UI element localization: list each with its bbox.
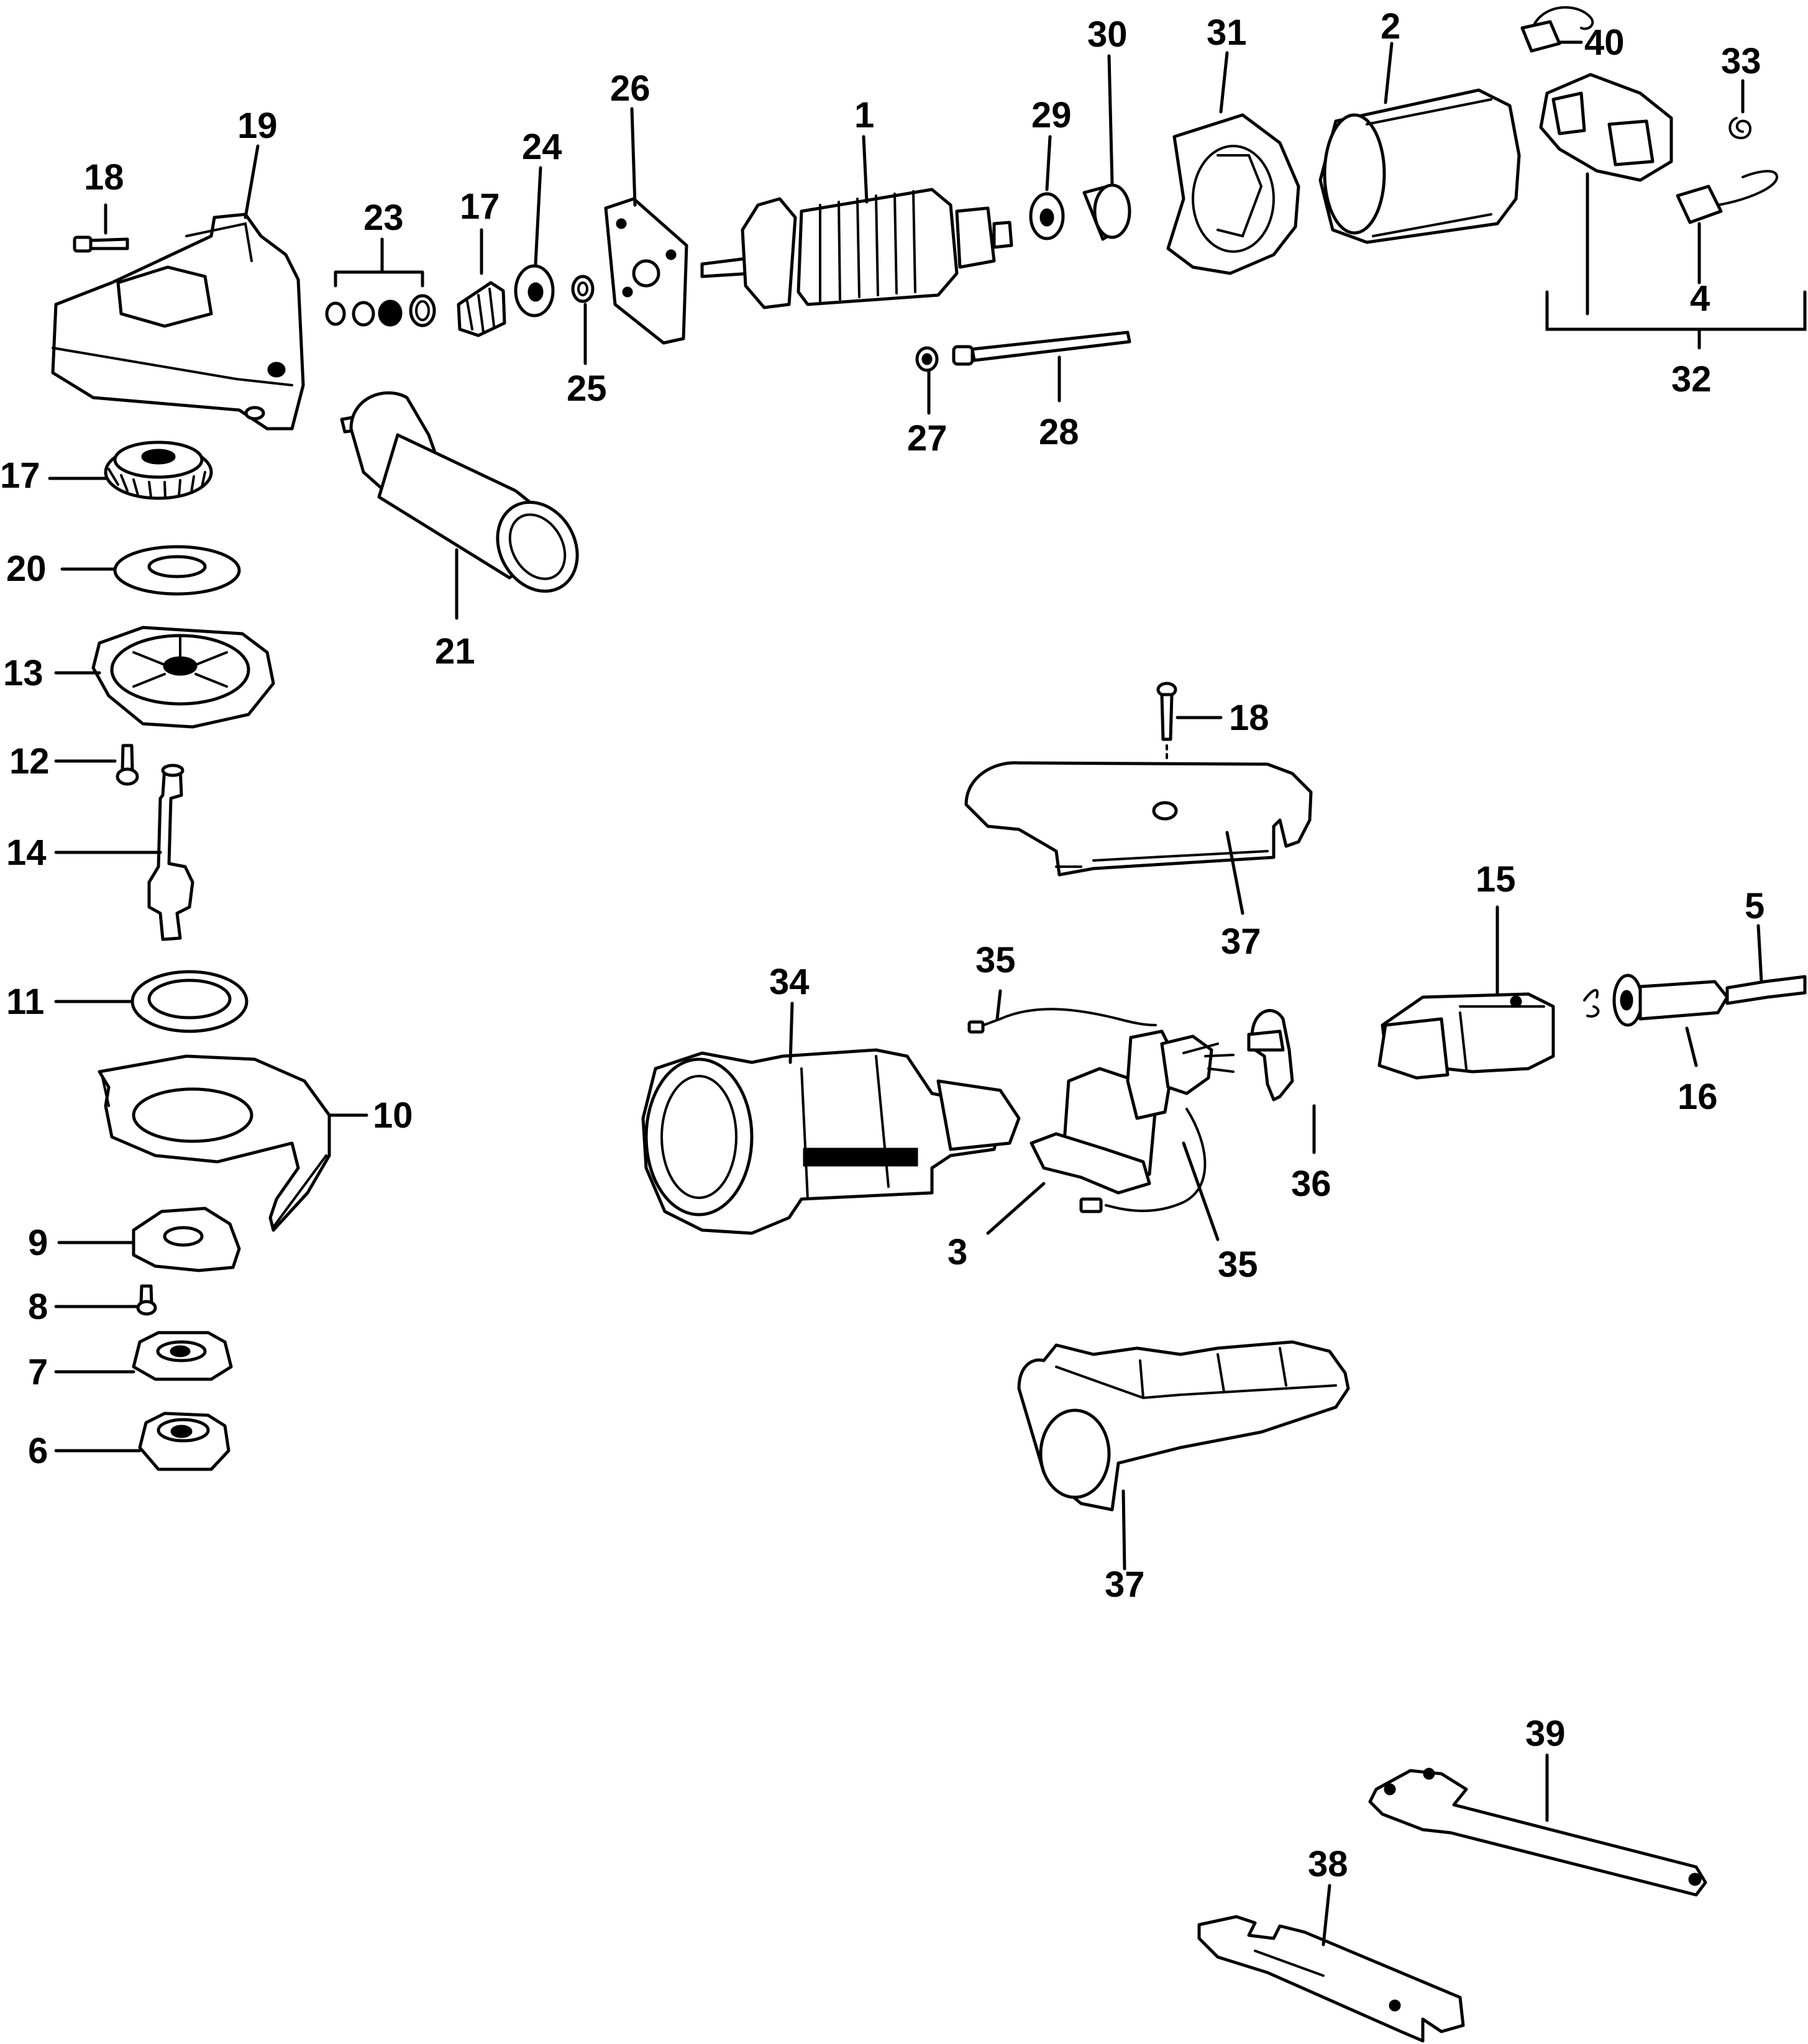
callout-35-bottom: 35 (1218, 1244, 1258, 1285)
callout-19: 19 (237, 106, 278, 146)
part-35-wires (967, 1008, 1207, 1213)
part-37-upper-cover (964, 761, 1313, 877)
part-17-pinion (457, 281, 506, 337)
callout-33: 33 (1721, 41, 1761, 81)
part-24-bearing (514, 264, 555, 317)
part-18-screw-middle (1156, 682, 1177, 762)
callout-5: 5 (1745, 886, 1765, 926)
callout-25: 25 (567, 368, 607, 409)
part-39-pin-spanner (1368, 1768, 1707, 1897)
callout-31: 31 (1207, 12, 1247, 53)
part-9-clamp-plate (132, 1207, 241, 1272)
part-2-field (1318, 88, 1521, 244)
callout-18-middle: 18 (1229, 698, 1269, 738)
part-8-screw (136, 1284, 157, 1316)
callout-35-top: 35 (975, 940, 1016, 980)
part-17-bevel-gear (104, 440, 213, 500)
part-18-screw-top (73, 235, 129, 253)
callout-14: 14 (6, 833, 47, 873)
part-32-brush-holder (1539, 73, 1673, 182)
callout-12: 12 (9, 741, 50, 782)
callout-30: 30 (1087, 14, 1128, 55)
callout-17-gear: 17 (0, 455, 40, 496)
callout-15: 15 (1476, 859, 1516, 900)
callout-6: 6 (28, 1431, 48, 1471)
part-5-cable (1725, 975, 1807, 1005)
part-29-bearing (1029, 192, 1065, 240)
callout-24: 24 (522, 127, 562, 167)
part-37-lower-housing (1017, 1340, 1350, 1512)
part-23-bearing-set (325, 294, 436, 327)
callout-18-top: 18 (84, 157, 124, 198)
callout-2: 2 (1381, 6, 1400, 47)
callout-20: 20 (6, 549, 47, 589)
callout-23: 23 (363, 198, 404, 238)
callout-36: 36 (1291, 1164, 1331, 1204)
part-21-side-handle (340, 391, 579, 593)
callout-7: 7 (28, 1352, 48, 1392)
part-27-nut (915, 346, 939, 372)
part-19-gear-head-housing (51, 212, 305, 431)
callout-37-lower: 37 (1105, 1564, 1145, 1605)
part-31-brush-ring (1166, 113, 1300, 275)
callout-1: 1 (854, 95, 874, 135)
part-14-spindle (147, 764, 194, 941)
part-12-screw (116, 744, 139, 786)
callout-9: 9 (28, 1223, 48, 1263)
part-36-switch-lever (1247, 1009, 1294, 1102)
part-30-sleeve (1082, 183, 1131, 241)
callout-4: 4 (1690, 278, 1710, 319)
part-6-outer-nut (138, 1412, 231, 1471)
part-1-armature (700, 188, 1013, 309)
callout-21: 21 (435, 631, 475, 672)
part-16-cord-guard (1583, 974, 1729, 1027)
part-11-retaining-ring (130, 970, 249, 1033)
callout-11: 11 (6, 982, 44, 1022)
callout-39: 39 (1525, 1713, 1566, 1754)
part-38-open-spanner (1197, 1915, 1465, 2043)
part-4-brush (1676, 170, 1779, 224)
part-20-washer (113, 545, 241, 596)
callout-37-upper: 37 (1221, 921, 1261, 962)
callout-17-pinion: 17 (460, 186, 500, 227)
callout-3: 3 (947, 1232, 967, 1272)
callout-10: 10 (373, 1095, 413, 1136)
part-10-guard (98, 1054, 331, 1232)
callout-38: 38 (1308, 1844, 1348, 1884)
part-40-brush (1520, 6, 1594, 53)
part-13-flange-cover (91, 626, 275, 729)
callout-27: 27 (907, 418, 947, 459)
part-26-plate (604, 197, 688, 345)
part-25-ring (571, 275, 595, 303)
callout-13: 13 (3, 653, 43, 693)
part-33-spring (1728, 117, 1751, 140)
part-15-switch-body (1377, 992, 1555, 1080)
leader-lines (48, 40, 1807, 1946)
callout-26: 26 (610, 68, 651, 109)
callout-29: 29 (1031, 95, 1072, 135)
callout-32: 32 (1671, 359, 1712, 399)
callout-16: 16 (1678, 1077, 1718, 1117)
part-34-motor-housing (641, 1048, 1021, 1235)
callout-labels: 18 19 23 17 24 25 26 1 29 30 31 2 40 33 … (0, 6, 1765, 1884)
callout-34: 34 (769, 962, 810, 1002)
part-3-switch (1030, 1029, 1235, 1195)
part-7-inner-flange (132, 1331, 233, 1381)
callout-8: 8 (28, 1287, 48, 1327)
callout-40: 40 (1584, 22, 1625, 63)
part-28-long-screw (952, 331, 1131, 366)
callout-28: 28 (1039, 412, 1079, 452)
